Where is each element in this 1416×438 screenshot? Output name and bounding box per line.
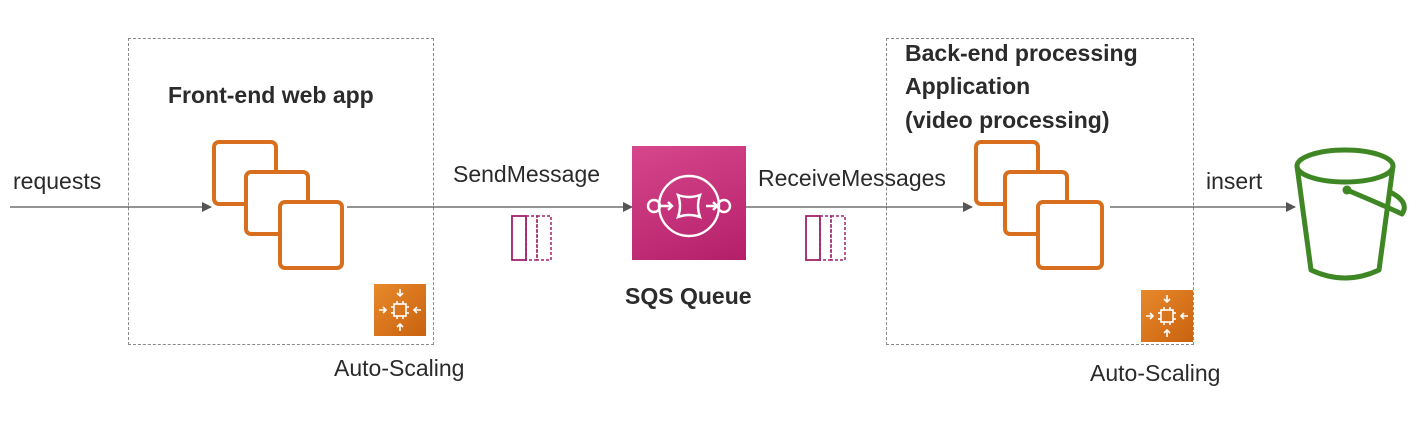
message-stack-icon — [511, 215, 552, 261]
backend-group — [886, 38, 1194, 345]
backend-title-line3: (video processing) — [905, 107, 1110, 133]
backend-title-line1: Back-end processing — [905, 40, 1138, 66]
sqs-queue-title: SQS Queue — [625, 283, 752, 309]
auto-scaling-icon — [374, 284, 426, 336]
frontend-title: Front-end web app — [168, 82, 374, 108]
receive-messages-label: ReceiveMessages — [758, 165, 946, 191]
frontend-autoscaling-label: Auto-Scaling — [334, 355, 465, 381]
auto-scaling-icon — [1141, 290, 1193, 342]
frontend-group — [128, 38, 434, 345]
backend-autoscaling-label: Auto-Scaling — [1090, 360, 1221, 386]
send-message-label: SendMessage — [453, 161, 601, 187]
ec2-instances-icon — [212, 140, 344, 270]
requests-label: requests — [13, 168, 102, 194]
message-stack-icon — [805, 215, 846, 261]
insert-label: insert — [1206, 168, 1263, 194]
sqs-queue-icon — [632, 146, 746, 260]
backend-title-line2: Application — [905, 73, 1031, 99]
ec2-instances-icon — [974, 140, 1104, 270]
s3-bucket-icon — [1294, 147, 1407, 281]
